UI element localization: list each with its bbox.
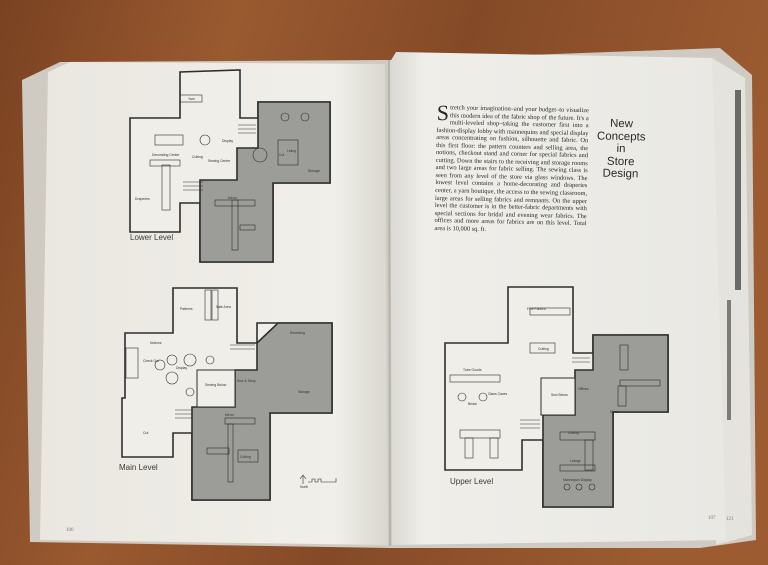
room-label: Check Out: [143, 359, 159, 363]
stack-page-number: 121: [726, 517, 734, 522]
room-label: Fine Fabrics: [527, 307, 546, 311]
title-line: Concepts: [596, 129, 646, 144]
north-arrow-scale: [299, 474, 337, 484]
room-label: Cutting: [538, 347, 549, 351]
stack-strip: [735, 90, 741, 290]
room-label: Sew Below: [551, 393, 568, 397]
article-title: New Concepts in Store Design: [587, 117, 654, 181]
room-label: Draperies: [135, 197, 150, 201]
lower-level-label: Lower Level: [130, 233, 174, 242]
room-label: Mirror: [225, 413, 235, 417]
room-label: Linings: [570, 459, 581, 463]
room-label: Receiving: [290, 331, 305, 335]
room-label: Sewing Below: [205, 383, 227, 387]
room-label: Offices: [578, 387, 589, 391]
left-page-number: 106: [66, 528, 74, 533]
room-label: Mannequin Display: [563, 478, 592, 482]
room-label: Patterns: [180, 307, 193, 311]
room-label: Display: [176, 366, 187, 370]
main-level-plan: Patterns Sale Area Notions Check Out Dis…: [121, 287, 337, 501]
main-level-label: Main Level: [119, 463, 158, 472]
drop-cap: S: [436, 100, 450, 126]
lower-level-plan: Yarn Decorating Center Cutting Sewing Ce…: [129, 69, 331, 263]
room-label: Storage: [308, 169, 320, 173]
room-label: Notions: [150, 341, 162, 345]
room-label: Bridal: [468, 402, 477, 406]
upper-level-plan: Fine Fabrics Cutting Tube Goods Bridal G…: [444, 286, 669, 508]
room-label: Mirror: [610, 410, 620, 414]
room-label: Storage: [298, 390, 310, 394]
title-line: Design: [602, 167, 639, 181]
body-text: tretch your imagination–and your budget–…: [434, 104, 589, 233]
room-label: Display: [222, 139, 233, 143]
stack-strip: [727, 300, 731, 420]
north-label: North: [300, 485, 308, 489]
room-label: Decorating Center: [152, 153, 180, 157]
room-label: Sewing Center: [208, 159, 231, 163]
spine: [388, 59, 391, 547]
room-label: Mirror: [228, 196, 238, 200]
room-label: Sale Area: [216, 305, 231, 309]
room-label: Lining: [287, 149, 296, 153]
room-label: Tube Goods: [463, 368, 482, 372]
room-label: Cut: [279, 153, 284, 157]
room-label: Glass Cases: [488, 392, 508, 396]
room-label: Cut: [143, 431, 148, 435]
right-page-number: 107: [708, 516, 716, 521]
upper-level-label: Upper Level: [450, 477, 494, 486]
room-label: Yarn: [188, 97, 195, 101]
room-label: Cutting: [568, 431, 579, 435]
room-label: Cutting: [192, 155, 203, 159]
room-label: Cutting: [240, 455, 251, 459]
room-label: Sew & Shop: [237, 379, 256, 383]
